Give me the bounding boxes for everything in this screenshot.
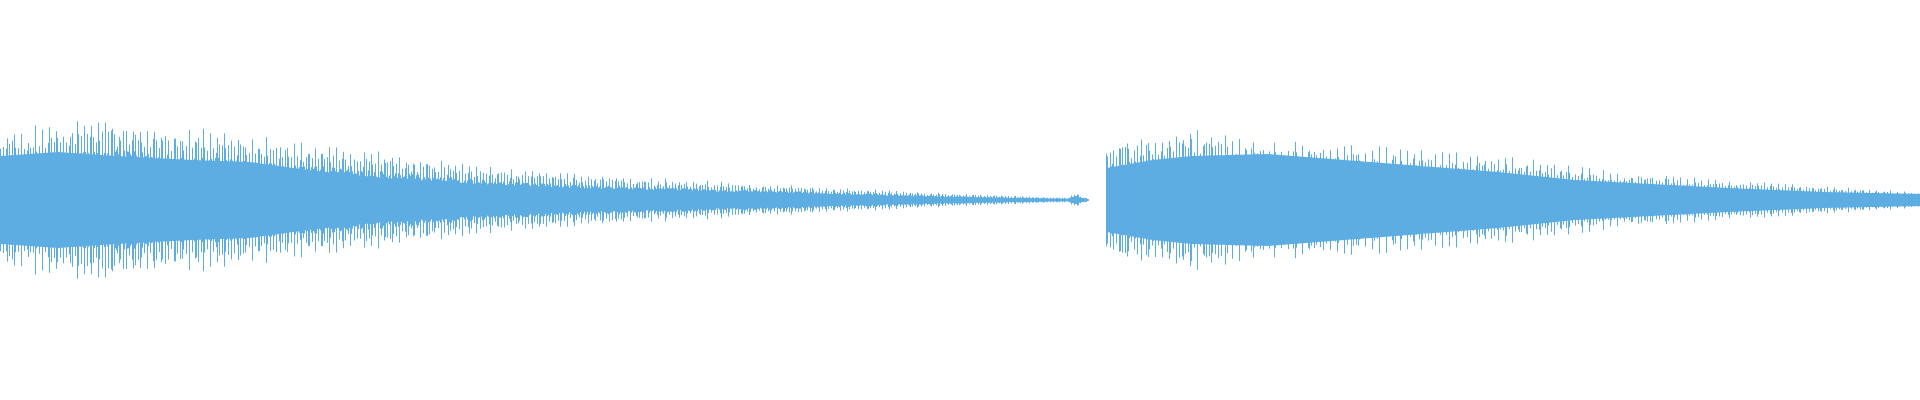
- waveform-segment-clip-1: [0, 121, 1069, 279]
- waveform-core-transient: [1069, 196, 1089, 204]
- waveform-segment-transient: [1069, 194, 1089, 206]
- waveform-segment-clip-2: [1106, 130, 1920, 270]
- waveform-core-clip-1: [0, 152, 1069, 248]
- waveform-core-clip-2: [1106, 154, 1920, 246]
